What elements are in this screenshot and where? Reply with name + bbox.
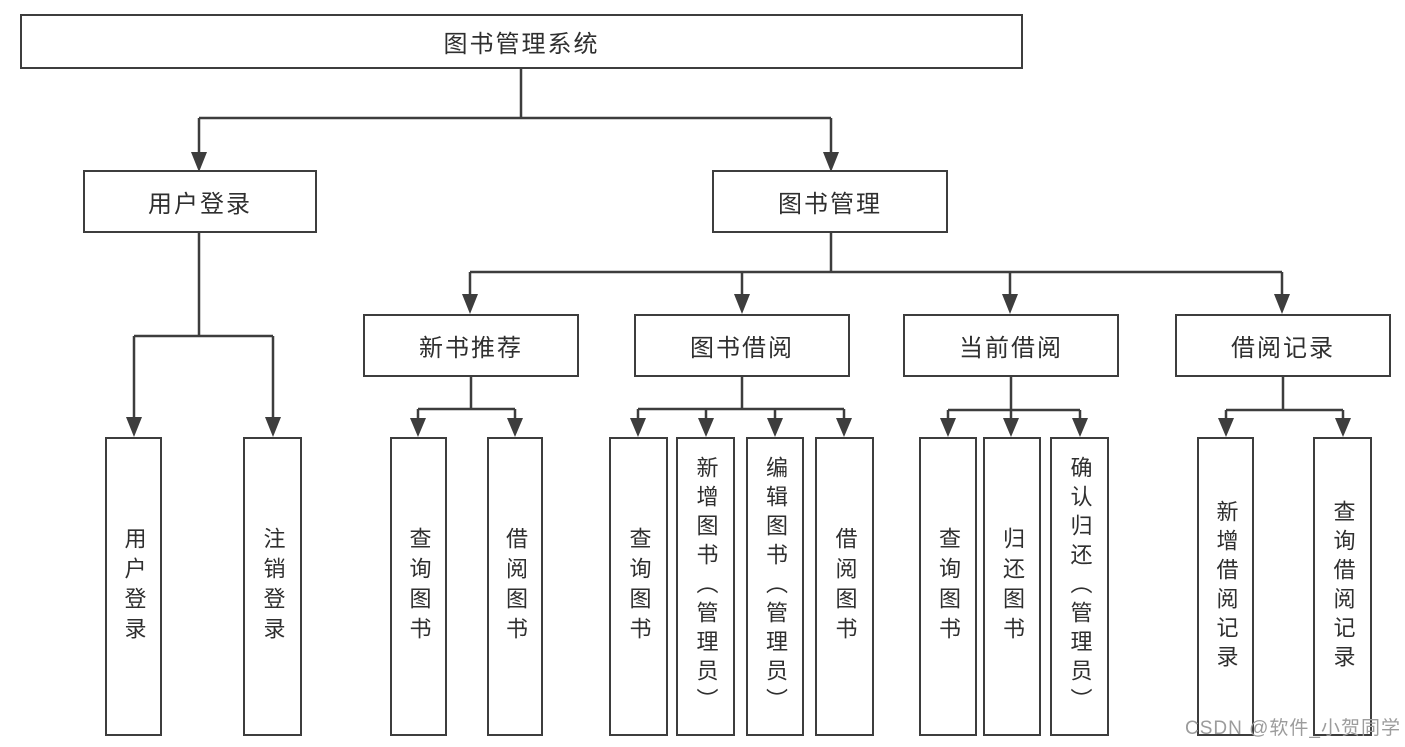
arrowhead-logout — [265, 417, 281, 437]
arrowhead-current-borrow — [1002, 294, 1018, 314]
node-label: 借阅图书 — [503, 526, 528, 647]
node-book-management: 图书管理 — [712, 170, 948, 233]
node-label: 用户登录 — [148, 191, 252, 218]
arrowhead-book-borrow — [734, 294, 750, 314]
node-query-books-3: 查询图书 — [919, 437, 977, 736]
arrowhead-c4 — [836, 418, 852, 437]
node-label: 确认归还（管理员） — [1067, 456, 1093, 717]
node-label: 查询图书 — [626, 526, 652, 647]
arrowhead-c3 — [767, 418, 783, 437]
arrowhead-user-login — [191, 152, 207, 172]
node-logout: 注销登录 — [243, 437, 302, 736]
node-return-books: 归还图书 — [983, 437, 1041, 736]
node-label: 借阅图书 — [832, 526, 858, 647]
node-user-login-module: 用户登录 — [83, 170, 317, 233]
node-new-book-recommend: 新书推荐 — [363, 314, 579, 377]
node-confirm-return-admin: 确认归还（管理员） — [1050, 437, 1109, 736]
arrowhead-book-management — [823, 152, 839, 172]
node-label: 新书推荐 — [419, 335, 523, 362]
node-user-login-leaf: 用户登录 — [105, 437, 162, 736]
node-add-borrow-record: 新增借阅记录 — [1197, 437, 1254, 736]
node-label: 图书借阅 — [690, 335, 794, 362]
node-label: 归还图书 — [1000, 526, 1025, 647]
edge-book-management-children — [468, 233, 1284, 294]
node-label: 用户登录 — [121, 526, 147, 647]
node-label: 编辑图书（管理员） — [763, 456, 788, 717]
arrowhead-e2 — [1335, 418, 1351, 437]
arrowhead-d3 — [1072, 418, 1088, 437]
arrowhead-c2 — [698, 418, 714, 437]
node-label: 新增借阅记录 — [1213, 499, 1239, 674]
node-borrow-books-1: 借阅图书 — [487, 437, 543, 736]
arrowhead-b2 — [507, 418, 523, 437]
node-label: 查询借阅记录 — [1330, 499, 1356, 674]
node-query-borrow-record: 查询借阅记录 — [1313, 437, 1372, 736]
node-borrow-books-2: 借阅图书 — [815, 437, 874, 736]
node-book-borrowing: 图书借阅 — [634, 314, 850, 377]
edge-root-stem — [197, 69, 833, 152]
arrowhead-e1 — [1218, 418, 1234, 437]
edge-current-borrow-children — [946, 377, 1082, 419]
arrowhead-c1 — [630, 418, 646, 437]
edge-new-book-children — [416, 377, 517, 419]
node-query-books-2: 查询图书 — [609, 437, 668, 736]
csdn-watermark: CSDN @软件_小贺同学 — [1185, 718, 1401, 739]
arrowhead-login — [126, 417, 142, 437]
node-label: 查询图书 — [406, 526, 432, 647]
arrowhead-d2 — [1003, 418, 1019, 437]
edge-book-borrow-children — [636, 377, 846, 419]
edge-borrow-record-children — [1224, 377, 1345, 419]
node-label: 图书管理 — [778, 191, 882, 218]
node-current-borrowing: 当前借阅 — [903, 314, 1119, 377]
node-label: 新增图书（管理员） — [693, 456, 719, 717]
node-label: 当前借阅 — [959, 335, 1063, 362]
node-label: 注销登录 — [260, 526, 286, 647]
node-label: 图书管理系统 — [443, 31, 600, 58]
node-add-books-admin: 新增图书（管理员） — [676, 437, 735, 736]
node-query-books-1: 查询图书 — [390, 437, 447, 736]
node-edit-books-admin: 编辑图书（管理员） — [746, 437, 804, 736]
node-library-system: 图书管理系统 — [20, 14, 1023, 69]
node-borrow-records: 借阅记录 — [1175, 314, 1391, 377]
arrowhead-b1 — [410, 418, 426, 437]
arrowhead-d1 — [940, 418, 956, 437]
node-label: 借阅记录 — [1231, 335, 1335, 362]
arrowhead-borrow-record — [1274, 294, 1290, 314]
node-label: 查询图书 — [936, 526, 961, 647]
arrowhead-new-book — [462, 294, 478, 314]
edge-user-login-children — [132, 233, 275, 417]
